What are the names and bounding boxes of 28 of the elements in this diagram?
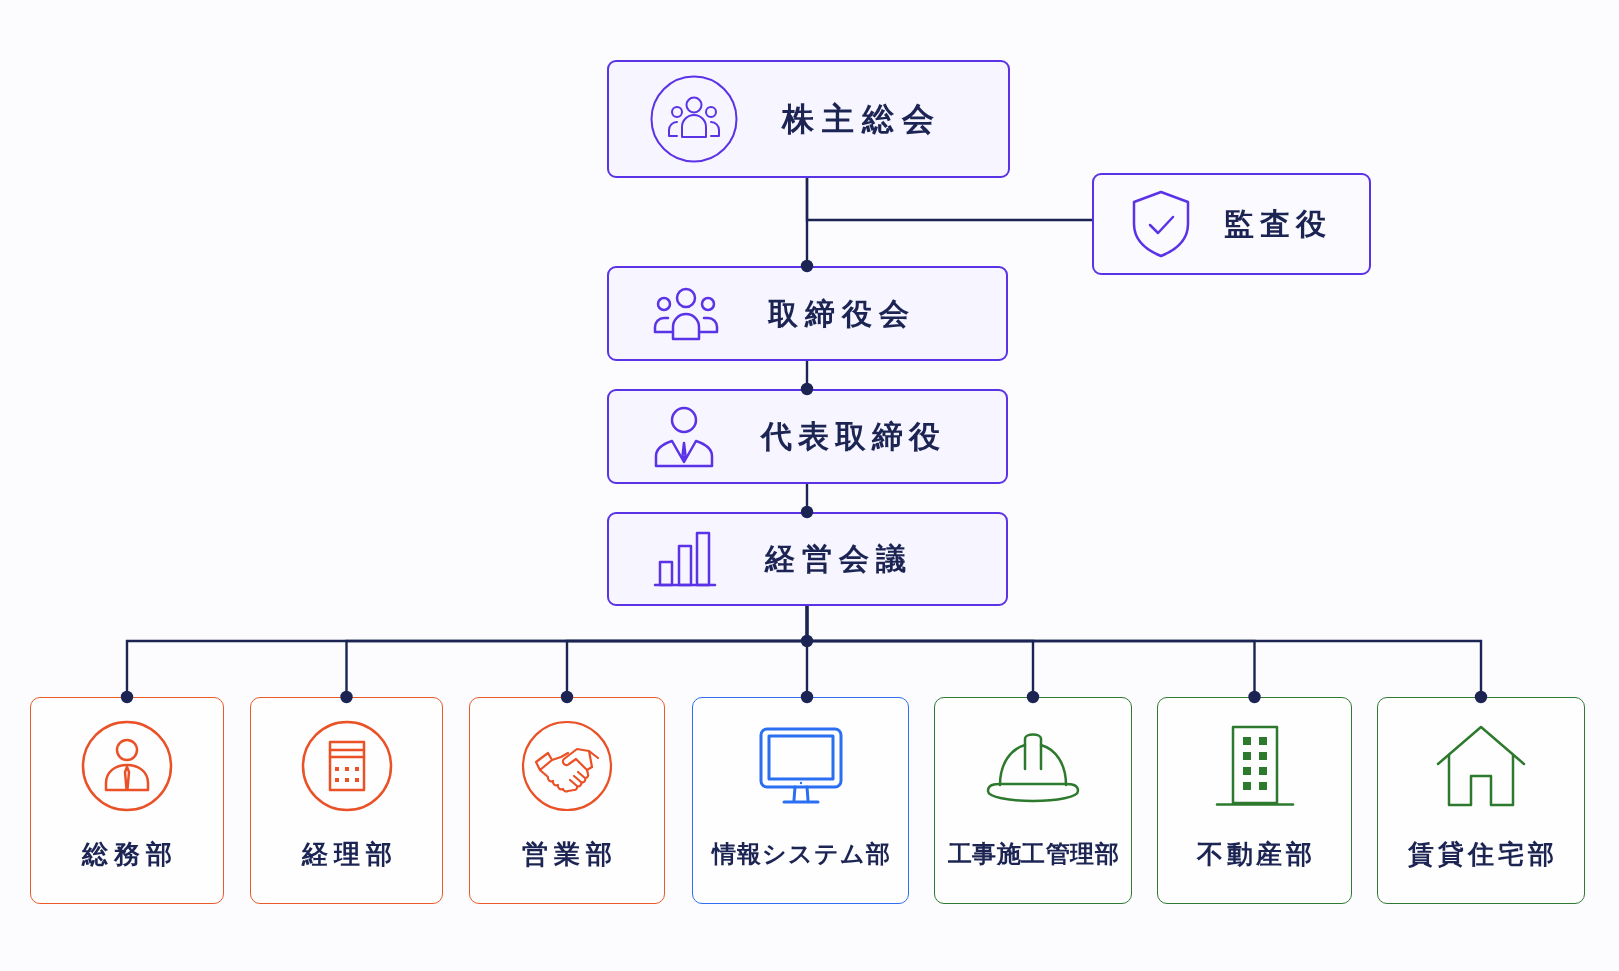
connector-line (800, 178, 814, 273)
connector-line (805, 606, 1488, 704)
department-box (250, 697, 443, 904)
department-box (934, 697, 1132, 904)
role-label: 株主総会 (782, 99, 942, 139)
role-box (607, 389, 1008, 484)
department-label: 不動産部 (1195, 838, 1316, 870)
role-label: 監査役 (1224, 206, 1332, 242)
role-box (607, 60, 1010, 178)
department-label: 工事施工管理部 (947, 839, 1119, 870)
department-label: 賃貸住宅部 (1407, 838, 1558, 870)
connector-line (800, 361, 814, 396)
department-label: 経理部 (300, 838, 398, 870)
role-box (607, 512, 1008, 606)
department-box (30, 697, 224, 904)
role-box (1092, 173, 1371, 275)
department-box (692, 697, 909, 904)
department-label: 総務部 (80, 838, 178, 870)
department-label: 情報システム部 (710, 839, 891, 870)
department-label: 営業部 (521, 838, 618, 870)
role-label: 取締役会 (768, 295, 916, 332)
department-box (1377, 697, 1585, 904)
department-box (1157, 697, 1352, 904)
connector-line (800, 484, 814, 519)
role-label: 代表取締役 (761, 417, 946, 456)
department-box (469, 697, 665, 904)
role-box (607, 266, 1008, 361)
role-label: 経営会議 (765, 541, 913, 577)
